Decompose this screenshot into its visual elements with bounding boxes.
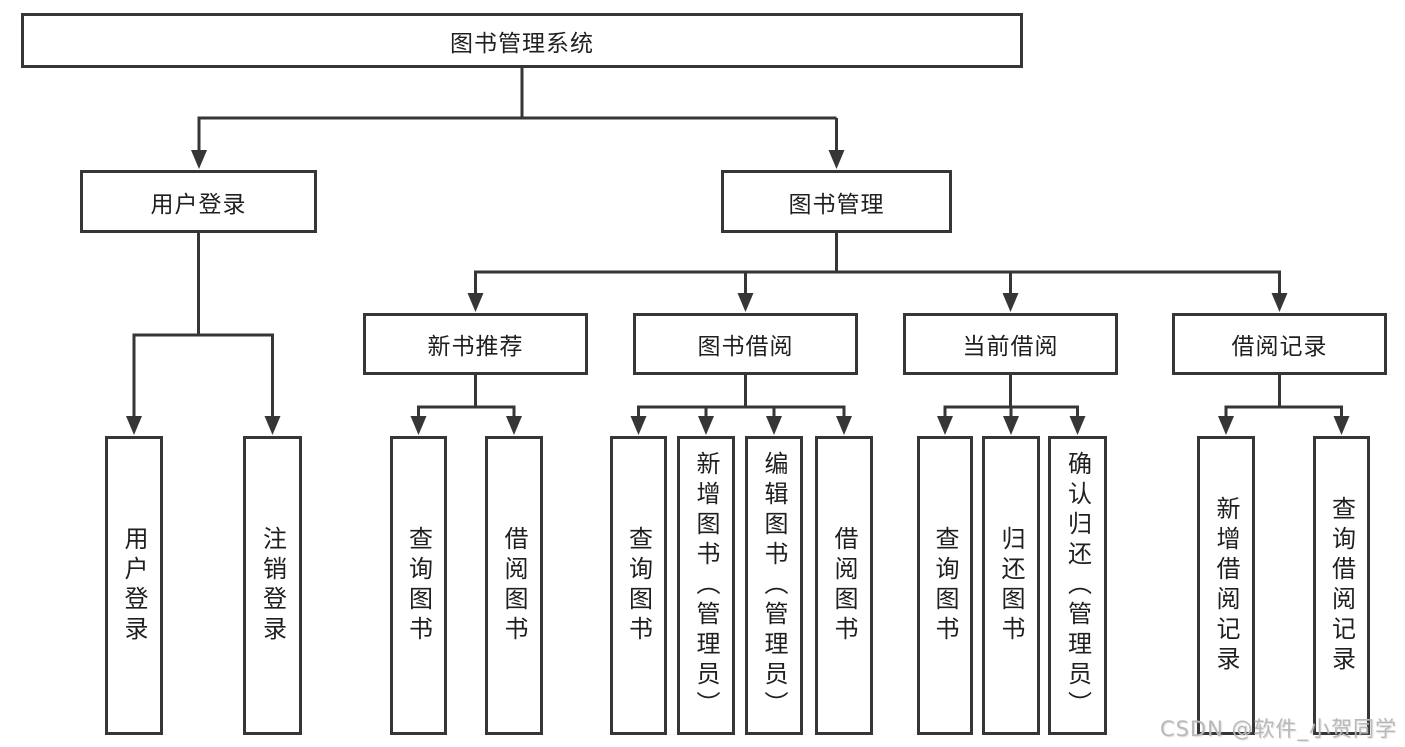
arrow-down-icon <box>506 416 522 435</box>
node-new-book-recommendation: 新书推荐 <box>363 313 588 375</box>
arrow-down-icon <box>264 416 281 435</box>
leaf-query-books-borrow: 查询图书 <box>610 436 667 735</box>
leaf-return-book: 归还图书 <box>982 436 1040 735</box>
leaf-add-borrow-record: 新增借阅记录 <box>1197 436 1255 735</box>
arrow-down-icon <box>1002 293 1019 312</box>
node-borrowing-records: 借阅记录 <box>1172 313 1387 375</box>
arrow-down-icon <box>766 416 782 435</box>
node-library-management-system: 图书管理系统 <box>21 13 1023 68</box>
arrow-down-icon <box>937 416 953 435</box>
arrow-down-icon <box>828 150 845 169</box>
node-current-borrowing: 当前借阅 <box>903 313 1118 375</box>
leaf-add-book-admin: 新增图书（管理员） <box>677 436 735 735</box>
leaf-query-books-recommend: 查询图书 <box>390 436 447 735</box>
arrow-down-icon <box>1218 416 1234 435</box>
leaf-borrow-books-recommend: 借阅图书 <box>485 436 543 735</box>
arrow-down-icon <box>467 293 484 312</box>
leaf-confirm-return-admin: 确认归还（管理员） <box>1048 436 1107 735</box>
leaf-borrow-books: 借阅图书 <box>815 436 873 735</box>
leaf-logout: 注销登录 <box>243 436 302 735</box>
arrow-down-icon <box>1333 416 1350 435</box>
arrow-down-icon <box>1271 293 1288 312</box>
arrow-down-icon <box>698 416 714 435</box>
leaf-query-books-current: 查询图书 <box>917 436 973 735</box>
arrow-down-icon <box>1069 416 1086 435</box>
node-user-login-branch: 用户登录 <box>80 170 317 233</box>
leaf-edit-book-admin: 编辑图书（管理员） <box>745 436 803 735</box>
arrow-down-icon <box>737 293 754 312</box>
node-book-management-branch: 图书管理 <box>721 170 952 233</box>
arrow-down-icon <box>410 416 427 435</box>
csdn-watermark: CSDN @软件_小贺同学 <box>1159 717 1397 741</box>
arrow-down-icon <box>191 150 207 169</box>
arrow-down-icon <box>836 416 852 435</box>
leaf-user-login: 用户登录 <box>105 436 163 735</box>
node-book-borrowing: 图书借阅 <box>633 313 858 375</box>
leaf-query-borrow-record: 查询借阅记录 <box>1313 436 1370 735</box>
arrow-down-icon <box>630 416 647 435</box>
arrow-down-icon <box>1003 416 1019 435</box>
arrow-down-icon <box>126 416 142 435</box>
